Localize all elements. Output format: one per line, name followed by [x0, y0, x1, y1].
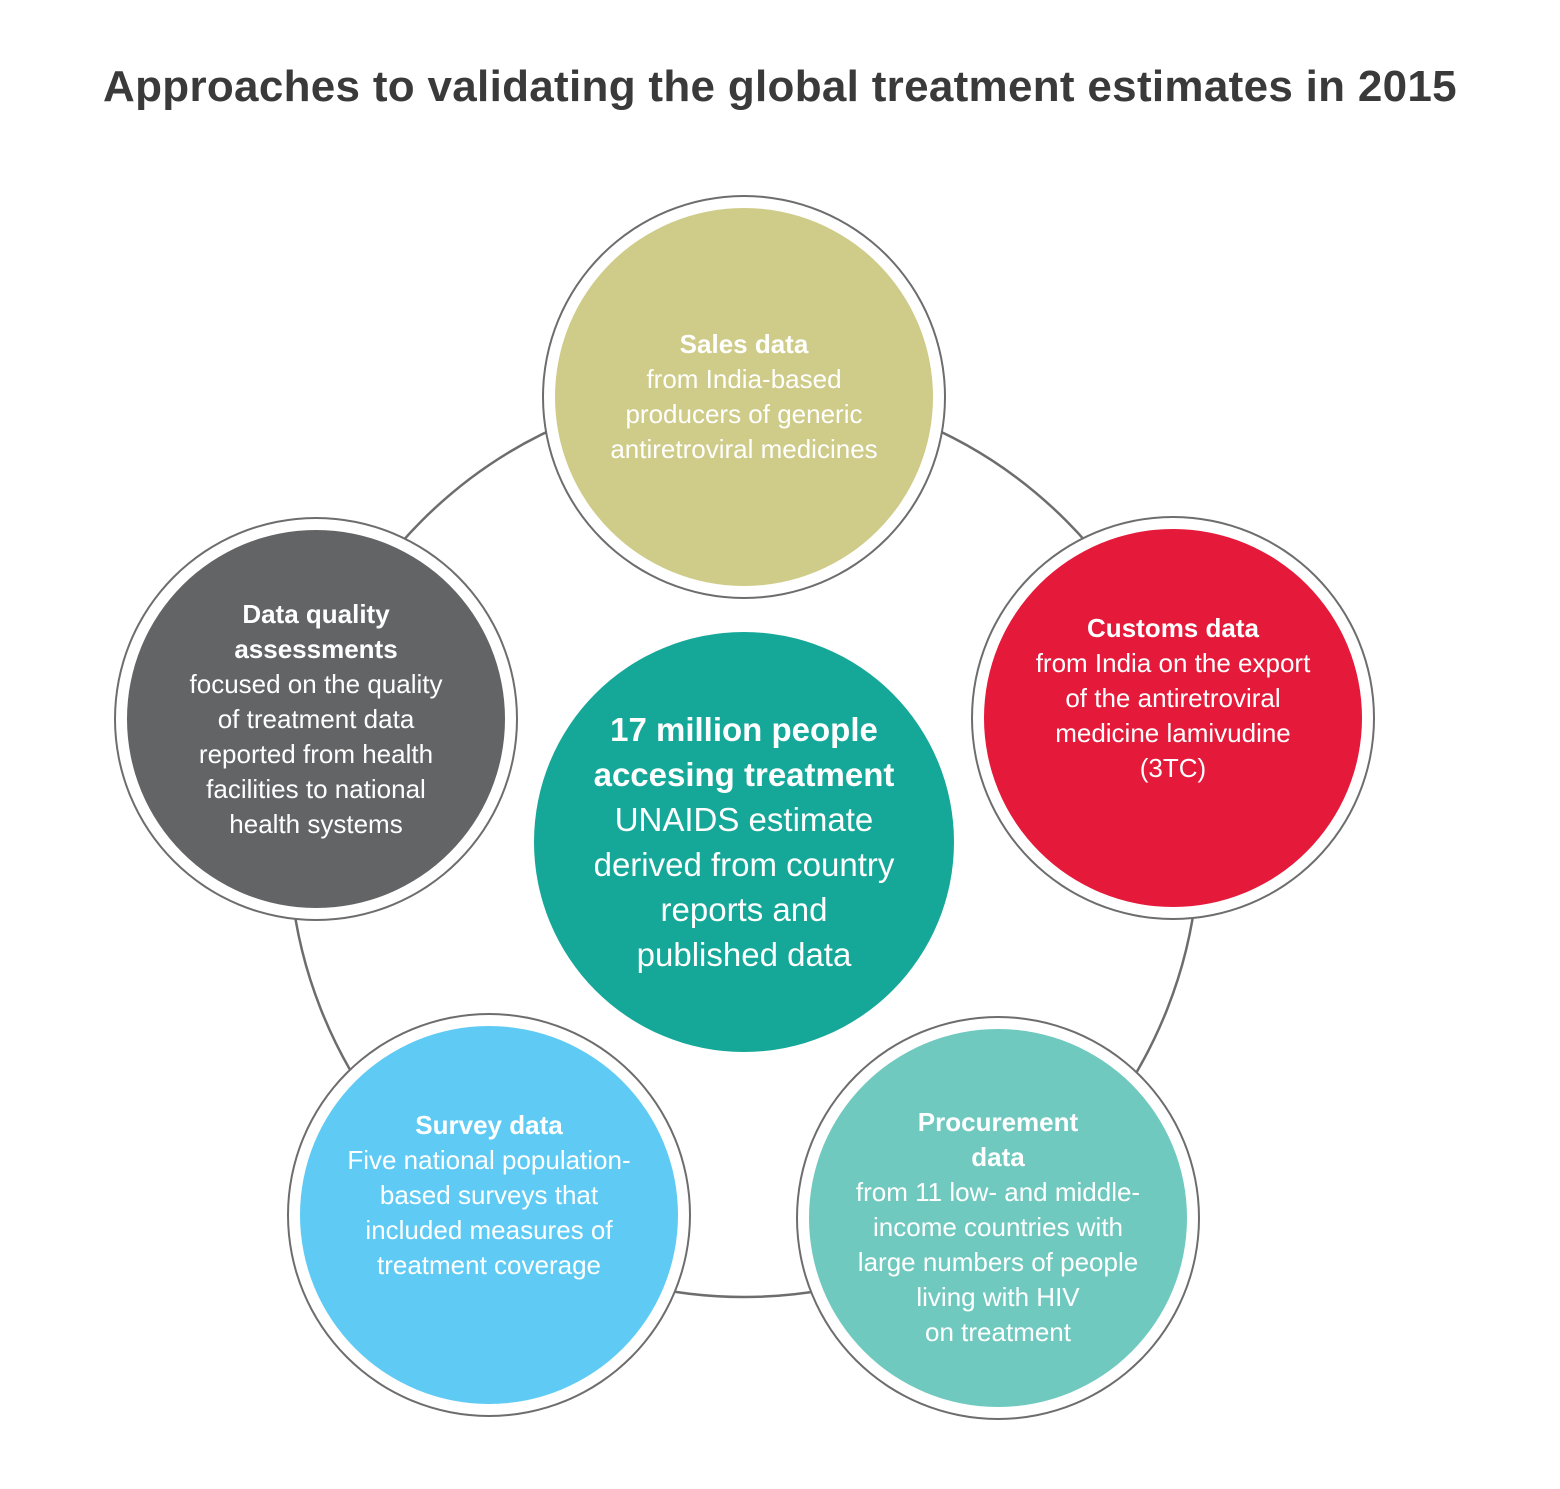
customs-data-heading: Customs data — [1087, 611, 1259, 646]
quality-body-line: focused on the quality — [189, 668, 443, 699]
survey-heading-line: Survey data — [415, 1109, 563, 1140]
quality-body-line: facilities to national — [206, 773, 426, 804]
sales-body-line: antiretroviral medicines — [610, 434, 878, 464]
sales-body-line: from India-based — [646, 364, 842, 394]
center-body-line: UNAIDS estimate — [614, 801, 874, 838]
center-body-line: derived from country — [593, 846, 895, 883]
survey-body-line: included measures of — [365, 1214, 613, 1245]
center-estimate-circle: 17 million people accesing treatment UNA… — [534, 632, 954, 1052]
procurement-data-circle: Procurement data from 11 low- and middle… — [809, 1029, 1187, 1407]
procurement-body-line: large numbers of people — [857, 1246, 1139, 1277]
customs-body-line: from India on the export — [1035, 647, 1311, 678]
procurement-body-line: income countries with — [873, 1211, 1123, 1242]
sales-body-line: producers of generic — [625, 399, 863, 429]
customs-body-line: of the antiretroviral — [1065, 682, 1281, 713]
customs-heading-line: Customs data — [1087, 612, 1259, 643]
quality-heading-line: Data quality — [242, 598, 390, 629]
center-body-line: reports and — [660, 891, 828, 928]
survey-body-line: based surveys that — [379, 1179, 599, 1210]
procurement-heading-line: Procurement — [917, 1106, 1079, 1137]
data-quality-heading: Data quality assessments — [234, 597, 397, 667]
procurement-data-heading: Procurement data — [918, 1105, 1078, 1175]
data-quality-description: focused on the quality of treatment data… — [190, 667, 443, 842]
center-heading-line: accesing treatment — [593, 756, 895, 793]
procurement-data-description: from 11 low- and middle- income countrie… — [856, 1175, 1140, 1350]
center-estimate-description: UNAIDS estimate derived from country rep… — [594, 797, 895, 977]
customs-body-line: medicine lamivudine — [1055, 717, 1291, 748]
survey-data-description: Five national population- based surveys … — [347, 1143, 630, 1283]
procurement-body-line: from 11 low- and middle- — [855, 1176, 1141, 1207]
survey-body-line: treatment coverage — [376, 1249, 601, 1280]
sales-data-circle: Sales data from India-based producers of… — [555, 208, 933, 586]
procurement-heading-line: data — [971, 1141, 1025, 1172]
center-body-line: published data — [636, 936, 852, 973]
customs-data-circle: Customs data from India on the export of… — [984, 529, 1362, 907]
survey-body-line: Five national population- — [347, 1144, 631, 1175]
quality-body-line: reported from health — [198, 738, 434, 769]
sales-data-description: from India-based producers of generic an… — [610, 362, 877, 467]
procurement-body-line: living with HIV — [916, 1281, 1080, 1312]
sales-data-heading: Sales data — [680, 327, 809, 362]
center-heading-line: 17 million people — [610, 711, 878, 748]
customs-data-description: from India on the export of the antiretr… — [1036, 646, 1311, 786]
center-estimate-heading: 17 million people accesing treatment — [594, 707, 895, 797]
quality-body-line: health systems — [229, 808, 403, 839]
page-title: Approaches to validating the global trea… — [103, 62, 1457, 111]
survey-data-heading: Survey data — [415, 1108, 562, 1143]
sales-heading-line: Sales data — [679, 329, 809, 359]
quality-body-line: of treatment data — [217, 703, 415, 734]
customs-body-line: (3TC) — [1139, 752, 1207, 783]
data-quality-circle: Data quality assessments focused on the … — [127, 530, 505, 908]
quality-heading-line: assessments — [234, 633, 398, 664]
procurement-body-line: on treatment — [925, 1316, 1071, 1347]
survey-data-circle: Survey data Five national population- ba… — [300, 1026, 678, 1404]
